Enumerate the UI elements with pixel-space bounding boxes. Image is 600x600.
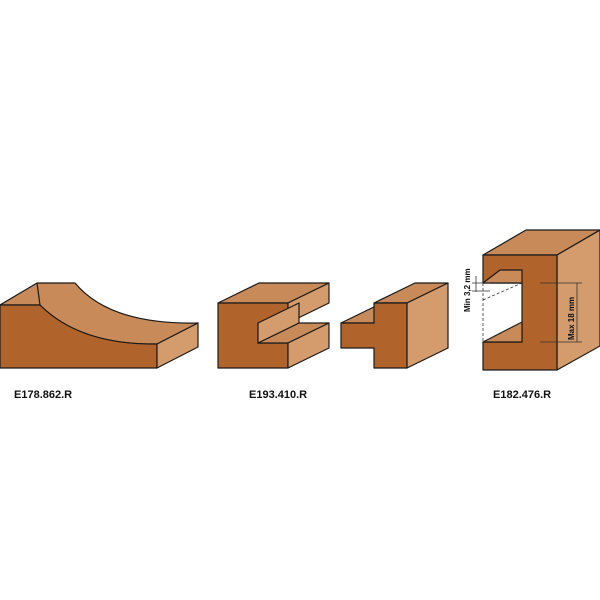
channel-phantom-outline <box>482 282 523 343</box>
profile-code-label: E182.476.R <box>493 389 551 401</box>
tongue-front-face <box>340 302 408 369</box>
profile-tongue-block <box>340 282 449 369</box>
max-dim-label: Max 18 mm <box>567 297 576 340</box>
cove-edge-line <box>36 282 41 306</box>
cove-side-face <box>156 322 199 369</box>
profile-cove-block <box>0 282 199 369</box>
channel-inner-top <box>482 269 523 284</box>
profile-code-label: E178.862.R <box>14 389 72 401</box>
profile-channel-block: Min 3,2 mm Max 18 mm <box>463 229 600 371</box>
tongue-side-face <box>406 282 449 369</box>
profile-slot-block <box>217 282 330 369</box>
channel-side-face <box>556 229 600 371</box>
slot-side-face-lower <box>287 322 330 369</box>
min-dim-label: Min 3,2 mm <box>463 268 472 312</box>
profile-code-label: E193.410.R <box>249 389 307 401</box>
slot-inner-wall <box>257 302 300 344</box>
